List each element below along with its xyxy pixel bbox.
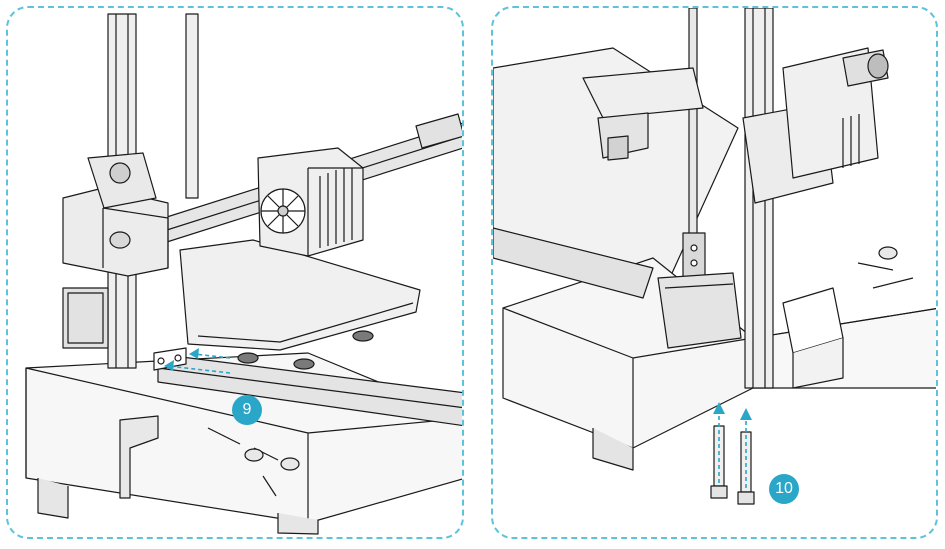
print-bed <box>179 239 421 351</box>
step-number-badge: 10 <box>769 474 799 504</box>
screw-icon <box>710 425 755 505</box>
hotend-fan-icon <box>260 188 306 234</box>
z-motor <box>657 272 742 349</box>
insert-arrow-icon <box>167 353 231 374</box>
front-bracket <box>119 415 159 499</box>
z-coupler <box>682 232 706 279</box>
base-slots <box>857 246 914 289</box>
printer-rear-illustration <box>493 8 936 505</box>
z-axis-frame-right <box>185 13 199 199</box>
z-motor <box>62 287 109 349</box>
z-lead-screw <box>688 8 698 249</box>
upward-arrow-icon <box>718 410 747 488</box>
step-10-panel: 10 <box>491 6 938 539</box>
step-number-badge: 9 <box>232 395 262 425</box>
bed-wheels <box>237 330 374 370</box>
y-axis-rail <box>157 353 462 427</box>
printer-front-illustration <box>25 13 462 535</box>
corner-bracket <box>153 347 187 371</box>
y-axis-rail <box>493 227 654 299</box>
base-slots <box>207 427 300 497</box>
extruder-carriage <box>582 67 704 119</box>
step-9-panel: 9 <box>6 6 464 539</box>
